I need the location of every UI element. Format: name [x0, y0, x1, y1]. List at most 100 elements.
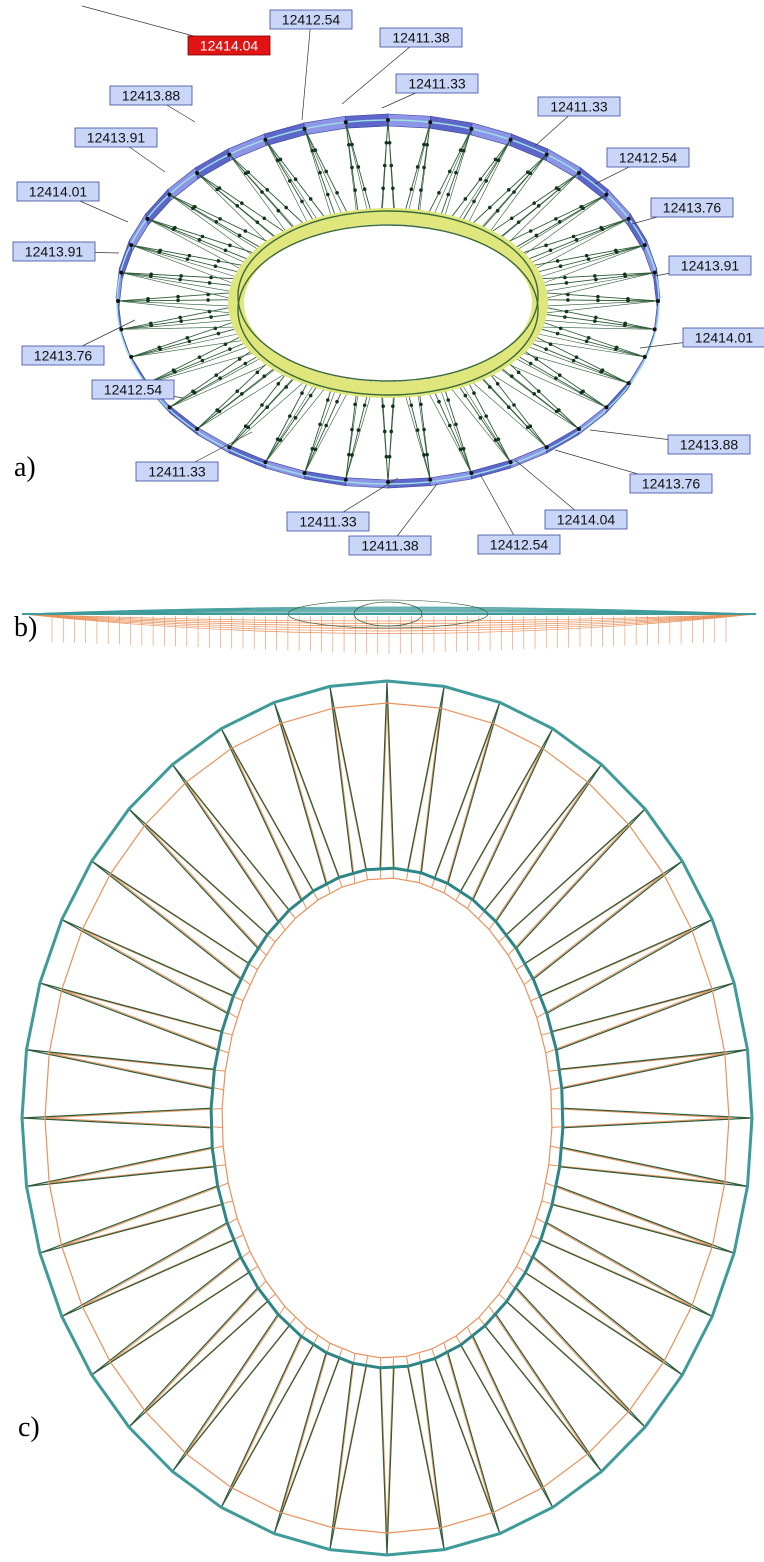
cable-node: [579, 390, 583, 395]
deformed-cable: [536, 1218, 692, 1307]
elevation-label-text: 12412.54: [619, 150, 678, 166]
cable-node: [240, 392, 244, 396]
cable: [91, 1272, 250, 1376]
cable-node: [197, 237, 202, 242]
cable-node: [255, 220, 260, 224]
cable-node: [171, 368, 176, 372]
cable-node: [525, 425, 530, 430]
cable-node: [387, 140, 392, 145]
cable-node: [454, 422, 458, 427]
cable: [329, 1366, 367, 1550]
deformed-cable: [380, 1357, 388, 1534]
cable-node: [544, 347, 548, 351]
cable: [91, 860, 242, 980]
cable: [169, 356, 264, 408]
deformed-cable: [545, 989, 713, 1054]
cable-node: [563, 315, 567, 319]
deformed-cable: [443, 723, 494, 893]
cable: [559, 1049, 748, 1070]
label-box: [74, 127, 158, 148]
cable: [345, 393, 359, 480]
cable-node: [437, 190, 441, 195]
cable-node: [335, 399, 339, 404]
cable-node: [586, 257, 591, 261]
cable-node: [484, 179, 488, 183]
cable: [345, 394, 372, 480]
cable-node: [495, 208, 500, 213]
cable-node: [243, 361, 248, 366]
panel-c-plan-view: [20, 679, 754, 1557]
deformed-cable: [550, 1052, 725, 1091]
cable-node: [384, 454, 389, 459]
cable-node: [574, 355, 579, 360]
cable-node: [310, 148, 315, 153]
cable: [131, 244, 244, 288]
cable: [495, 1313, 603, 1472]
label-box: [650, 197, 734, 218]
cable: [121, 319, 239, 330]
label-leader-line: [341, 37, 422, 105]
cable: [61, 919, 234, 997]
cable-node: [284, 385, 288, 389]
cable: [434, 702, 501, 878]
cable: [551, 982, 735, 1033]
label-box: [348, 535, 432, 556]
plan-rings: [20, 679, 754, 1557]
ring-node: [302, 126, 307, 131]
cable-node: [191, 389, 195, 394]
cable-node: [478, 177, 483, 181]
ring-node: [642, 354, 647, 359]
cable: [229, 376, 295, 448]
cable: [171, 1313, 279, 1472]
deformed-cable: [333, 708, 356, 883]
elevation-label-text: 12414.01: [29, 184, 88, 200]
cable-node: [176, 294, 180, 299]
cable: [532, 1256, 683, 1376]
cable-node: [200, 358, 205, 363]
ring-node: [119, 270, 124, 275]
elevation-label-text: 12414.01: [695, 330, 754, 346]
elevation-label-text: 12413.76: [642, 476, 701, 492]
cable: [532, 332, 645, 358]
cable: [304, 391, 349, 474]
cable-node: [415, 165, 420, 169]
deformed-cable: [231, 1327, 307, 1488]
elevation-label-text: 12411.33: [408, 76, 466, 92]
cable-node: [387, 454, 392, 459]
cable: [434, 1358, 501, 1534]
cable: [131, 244, 248, 281]
cable-node: [310, 446, 315, 451]
undeformed-cable: [21, 607, 757, 615]
cable: [121, 272, 240, 301]
cable: [537, 300, 659, 307]
inner-ring-side: [287, 599, 489, 629]
cable: [404, 122, 431, 226]
cable: [196, 372, 287, 430]
cable-node: [544, 243, 548, 248]
cable: [461, 383, 511, 463]
cable-node: [496, 158, 501, 163]
cable: [381, 394, 389, 483]
cable-node: [463, 393, 468, 398]
deformed-cable: [185, 781, 286, 930]
cable-node: [516, 220, 521, 224]
cable-node: [350, 165, 354, 170]
cable-node: [185, 257, 190, 261]
ring-segment: [167, 403, 199, 436]
cable-node: [288, 414, 292, 418]
cable-node: [512, 403, 516, 407]
cable: [387, 394, 395, 483]
undeformed-cable: [21, 609, 757, 615]
cable-node: [382, 429, 387, 434]
elevation-labels: 12414.0412412.5412411.3812411.3312411.33…: [12, 5, 764, 556]
deformed-cable: [523, 873, 664, 986]
cable: [427, 128, 472, 229]
cable-node: [262, 374, 267, 379]
elevation-label-text: 12413.91: [25, 244, 84, 260]
elevation-label-text: 12413.91: [681, 258, 740, 274]
ring-node: [227, 445, 232, 450]
deformed-cable: [333, 708, 369, 880]
cable: [265, 139, 326, 233]
cable-node: [216, 259, 221, 263]
